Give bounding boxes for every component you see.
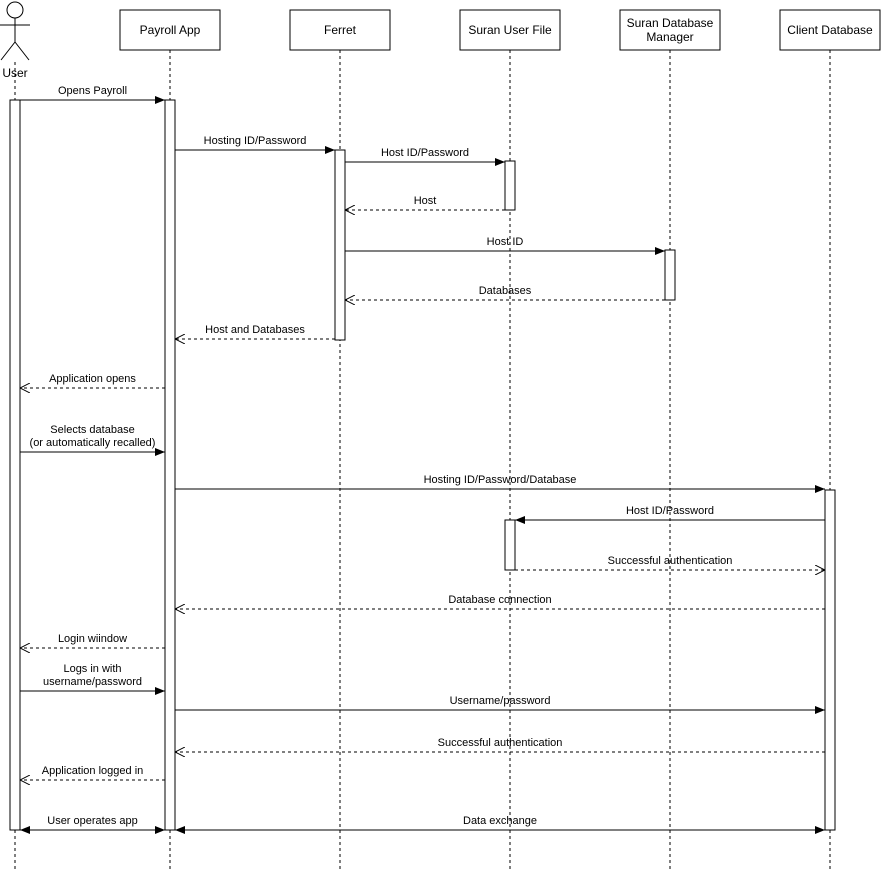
message-arrow: Data exchange [175, 815, 825, 834]
message-label: username/password [43, 676, 142, 688]
message-arrow: Database connection [175, 594, 825, 609]
actor-leg [14, 41, 30, 61]
activation-bar [504, 160, 516, 211]
message-label: Login wiindow [58, 633, 127, 645]
message-arrow: Application opens [20, 373, 165, 388]
message-label: Application logged in [42, 765, 144, 777]
message-arrow: Successful authentication [515, 555, 825, 570]
activation-bar [664, 249, 676, 301]
message-arrow: Selects database(or automatically recall… [20, 424, 165, 456]
message-label: Databases [479, 285, 532, 297]
message-arrow: Host ID/Password [345, 147, 505, 166]
message-arrow: Username/password [175, 695, 825, 714]
participant-label: Ferret [324, 23, 357, 37]
message-label: (or automatically recalled) [30, 437, 156, 449]
message-label: Host ID [487, 236, 524, 248]
message-arrow: Successful authentication [175, 737, 825, 752]
message-label: Hosting ID/Password/Database [424, 474, 577, 486]
message-label: Selects database [50, 424, 134, 436]
message-arrow: Host ID [345, 236, 665, 255]
participant-label: Payroll App [140, 23, 201, 37]
message-label: Successful authentication [438, 737, 563, 749]
participant-box: Suran User File [459, 9, 561, 51]
activation-bar [334, 149, 346, 341]
participant-box: Payroll App [119, 9, 221, 51]
message-arrow: Hosting ID/Password [175, 135, 335, 154]
message-arrow: Host and Databases [175, 324, 335, 339]
message-label: User operates app [47, 815, 138, 827]
participant-label: Manager [646, 30, 693, 44]
actor-user: User [0, 1, 30, 80]
message-arrow: Login wiindow [20, 633, 165, 648]
message-label: Successful authentication [608, 555, 733, 567]
message-arrow: User operates app [20, 815, 165, 834]
message-arrow: Databases [345, 285, 665, 300]
participant-label: Suran User File [468, 23, 552, 37]
message-label: Data exchange [463, 815, 537, 827]
actor-label: User [2, 66, 27, 80]
message-arrow: Host ID/Password [515, 505, 825, 524]
message-label: Host and Databases [205, 324, 305, 336]
message-label: Host ID/Password [626, 505, 714, 517]
activation-bar [164, 99, 176, 831]
message-label: Host ID/Password [381, 147, 469, 159]
message-label: Username/password [450, 695, 551, 707]
participant-box: Ferret [289, 9, 391, 51]
actor-leg [0, 41, 16, 61]
message-arrow: Host [345, 195, 505, 210]
activation-bar [504, 519, 516, 571]
participant-label: Client Database [787, 23, 873, 37]
message-arrow: Opens Payroll [20, 85, 165, 104]
participant-label: Suran Database [627, 16, 714, 30]
message-label: Database connection [448, 594, 551, 606]
message-arrow: Application logged in [20, 765, 165, 780]
actor-head-icon [6, 1, 24, 19]
message-label: Host [414, 195, 437, 207]
activation-bar [9, 99, 21, 831]
message-label: Application opens [49, 373, 136, 385]
message-arrow: Hosting ID/Password/Database [175, 474, 825, 493]
message-label: Opens Payroll [58, 85, 127, 97]
activation-bar [824, 489, 836, 831]
message-label: Logs in with [63, 663, 121, 675]
participant-box: Client Database [779, 9, 881, 51]
message-label: Hosting ID/Password [204, 135, 307, 147]
